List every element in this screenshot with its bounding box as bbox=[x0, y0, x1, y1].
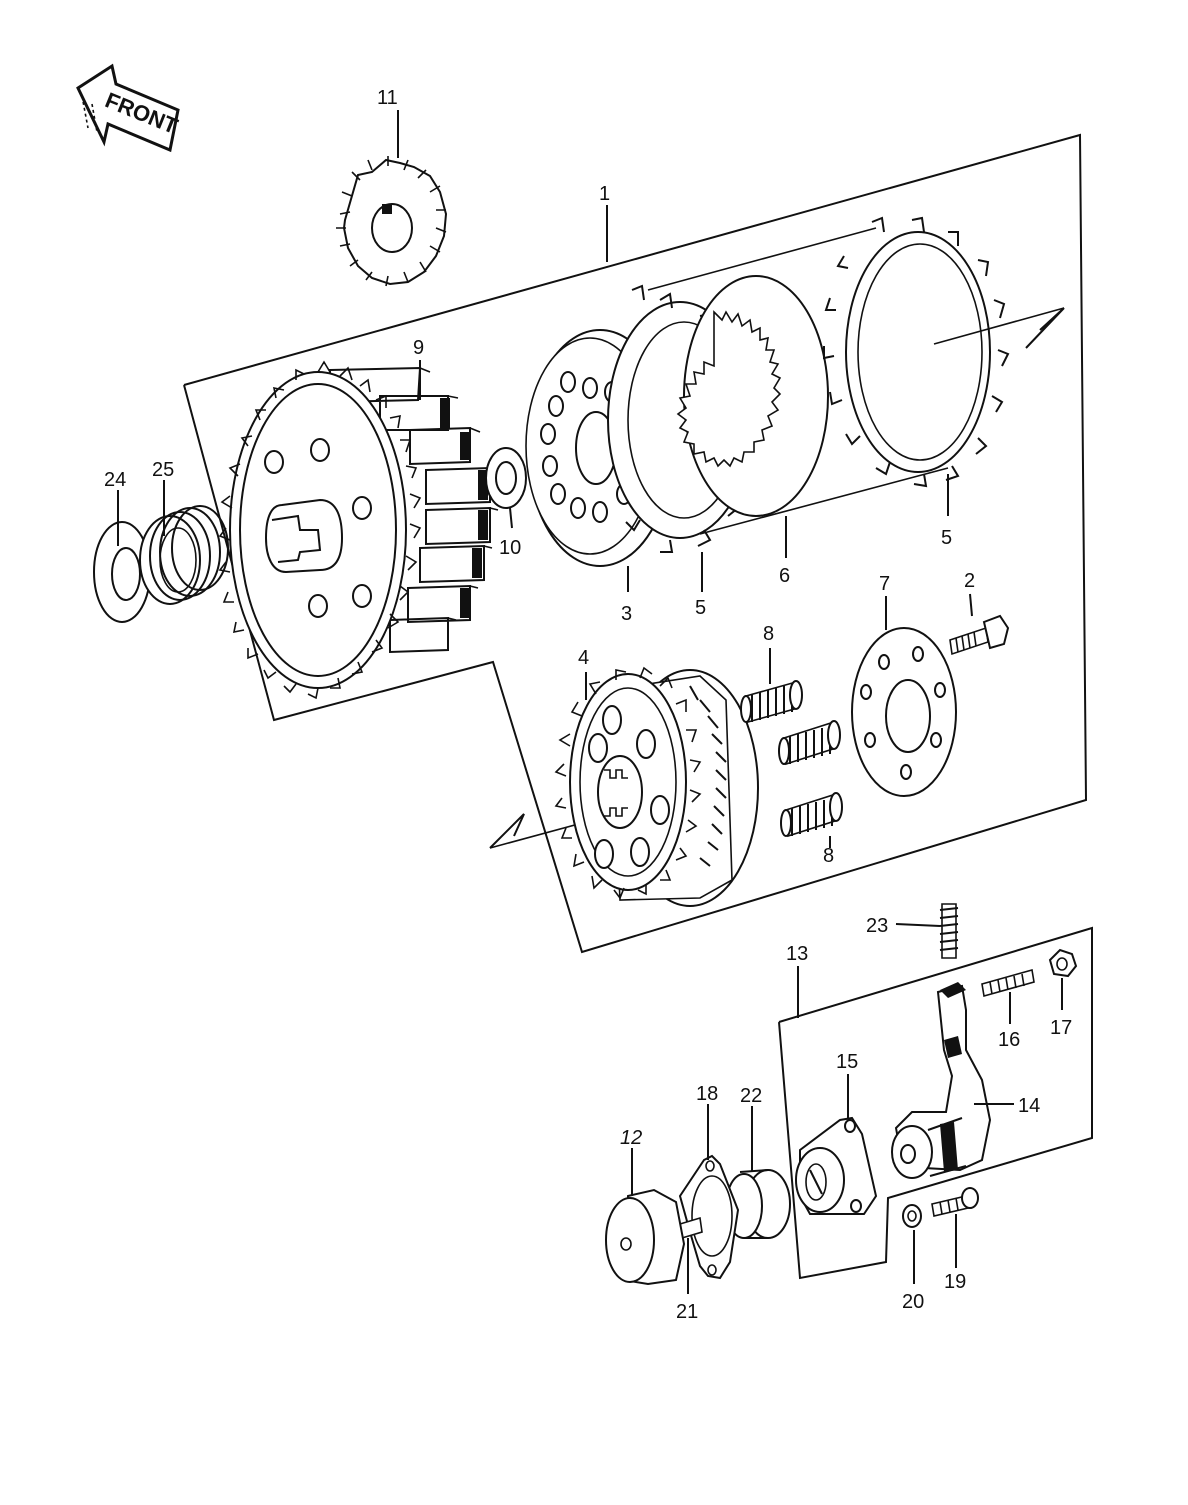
callout-5a: 5 bbox=[695, 597, 706, 619]
cover-part-12 bbox=[605, 1188, 686, 1286]
leader-lines bbox=[117, 110, 1063, 1294]
friction-plate-part-5-outer bbox=[823, 216, 1010, 488]
callout-8b: 8 bbox=[823, 845, 834, 867]
callout-22: 22 bbox=[740, 1085, 762, 1107]
clutch-hub-part-4 bbox=[554, 666, 759, 907]
oil-seal-part-22 bbox=[725, 1169, 791, 1239]
front-arrow-icon: FRONT bbox=[76, 63, 182, 153]
callout-13: 13 bbox=[786, 943, 808, 965]
spring-plate-part-7 bbox=[851, 627, 957, 797]
callout-3: 3 bbox=[621, 603, 632, 625]
callout-21: 21 bbox=[676, 1301, 698, 1323]
washer-part-24 bbox=[93, 521, 151, 623]
callout-7: 7 bbox=[879, 573, 890, 595]
callout-8a: 8 bbox=[763, 623, 774, 645]
washer-part-20 bbox=[902, 1204, 922, 1228]
screw-part-19 bbox=[931, 1187, 979, 1217]
callout-14: 14 bbox=[1018, 1095, 1040, 1117]
spring-part-8-middle bbox=[778, 720, 841, 766]
gasket-part-18 bbox=[678, 1154, 740, 1280]
callout-20: 20 bbox=[902, 1291, 924, 1313]
callout-16: 16 bbox=[998, 1029, 1020, 1051]
callout-6: 6 bbox=[779, 565, 790, 587]
explode-axis-upper bbox=[933, 307, 1065, 349]
callout-2: 2 bbox=[964, 570, 975, 592]
callout-23: 23 bbox=[866, 915, 888, 937]
assembly-outline-release bbox=[778, 926, 1093, 1280]
callout-4: 4 bbox=[578, 647, 589, 669]
callout-19: 19 bbox=[944, 1271, 966, 1293]
callout-11: 11 bbox=[377, 87, 398, 109]
callout-15: 15 bbox=[836, 1051, 858, 1073]
spring-part-8-bottom bbox=[780, 792, 843, 838]
spring-part-23 bbox=[939, 903, 959, 959]
nut-part-17 bbox=[1048, 948, 1078, 978]
plate-alignment-line-bottom bbox=[699, 467, 949, 535]
release-holder-part-15 bbox=[795, 1116, 878, 1215]
spring-part-25 bbox=[139, 505, 229, 605]
callout-1: 1 bbox=[599, 183, 610, 205]
callout-10: 10 bbox=[499, 537, 521, 559]
callout-9: 9 bbox=[413, 337, 424, 359]
clutch-housing-part-9 bbox=[218, 360, 499, 700]
washer-part-10 bbox=[485, 447, 527, 509]
bolt-part-2 bbox=[949, 614, 1010, 656]
callout-5b: 5 bbox=[941, 527, 952, 549]
callout-12: 12 bbox=[620, 1127, 642, 1149]
callout-24: 24 bbox=[104, 469, 126, 491]
spring-part-8-top bbox=[740, 680, 803, 724]
plate-alignment-line-top bbox=[647, 227, 877, 291]
steel-plate-part-6 bbox=[676, 275, 829, 517]
release-lever-part-14 bbox=[891, 982, 992, 1179]
callout-25: 25 bbox=[152, 459, 174, 481]
callout-18: 18 bbox=[696, 1083, 718, 1105]
assembly-outline-clutch bbox=[183, 133, 1088, 954]
gear-part-11 bbox=[336, 156, 448, 287]
stud-part-16 bbox=[981, 968, 1035, 998]
callout-17: 17 bbox=[1050, 1017, 1072, 1039]
